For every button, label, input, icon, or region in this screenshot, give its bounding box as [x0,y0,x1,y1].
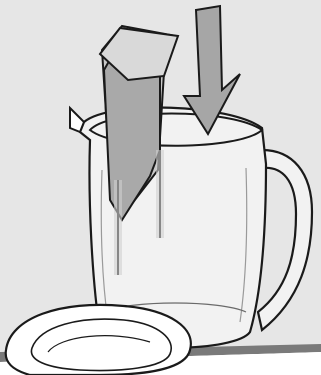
filter-rod-left-highlight [114,180,122,275]
filter-rod-right-highlight [156,150,164,238]
